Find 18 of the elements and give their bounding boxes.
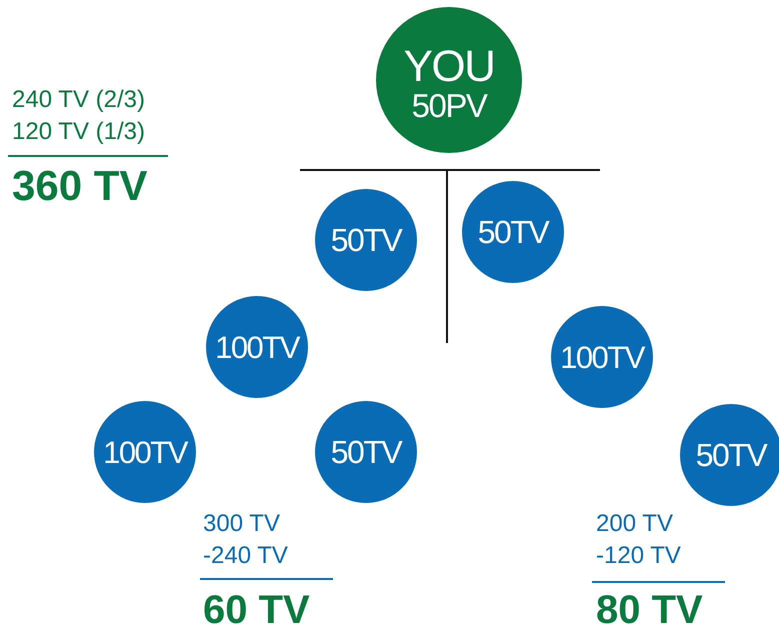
circle-label: 50PV xyxy=(412,88,486,122)
total-label: 80 TV xyxy=(596,590,703,628)
circle-label: 50TV xyxy=(696,439,766,471)
volume-label: 240 TV (2/3) xyxy=(12,88,145,112)
circle-label: 50TV xyxy=(330,436,402,468)
circle-label: 50TV xyxy=(478,216,548,248)
circle-label: 100TV xyxy=(560,342,644,372)
volume-label: 120 TV (1/3) xyxy=(12,120,145,144)
total-label: 60 TV xyxy=(203,590,310,628)
circle-label: 100TV xyxy=(215,332,299,362)
volume-label: -120 TV xyxy=(596,544,681,568)
volume-label: -240 TV xyxy=(203,544,288,568)
circle-label: 100TV xyxy=(103,436,187,468)
circle-label: YOU xyxy=(404,44,494,88)
volume-label: 200 TV xyxy=(596,512,673,536)
circle-label: 50TV xyxy=(330,224,402,256)
total-label: 360 TV xyxy=(12,165,148,207)
volume-label: 300 TV xyxy=(203,512,280,536)
